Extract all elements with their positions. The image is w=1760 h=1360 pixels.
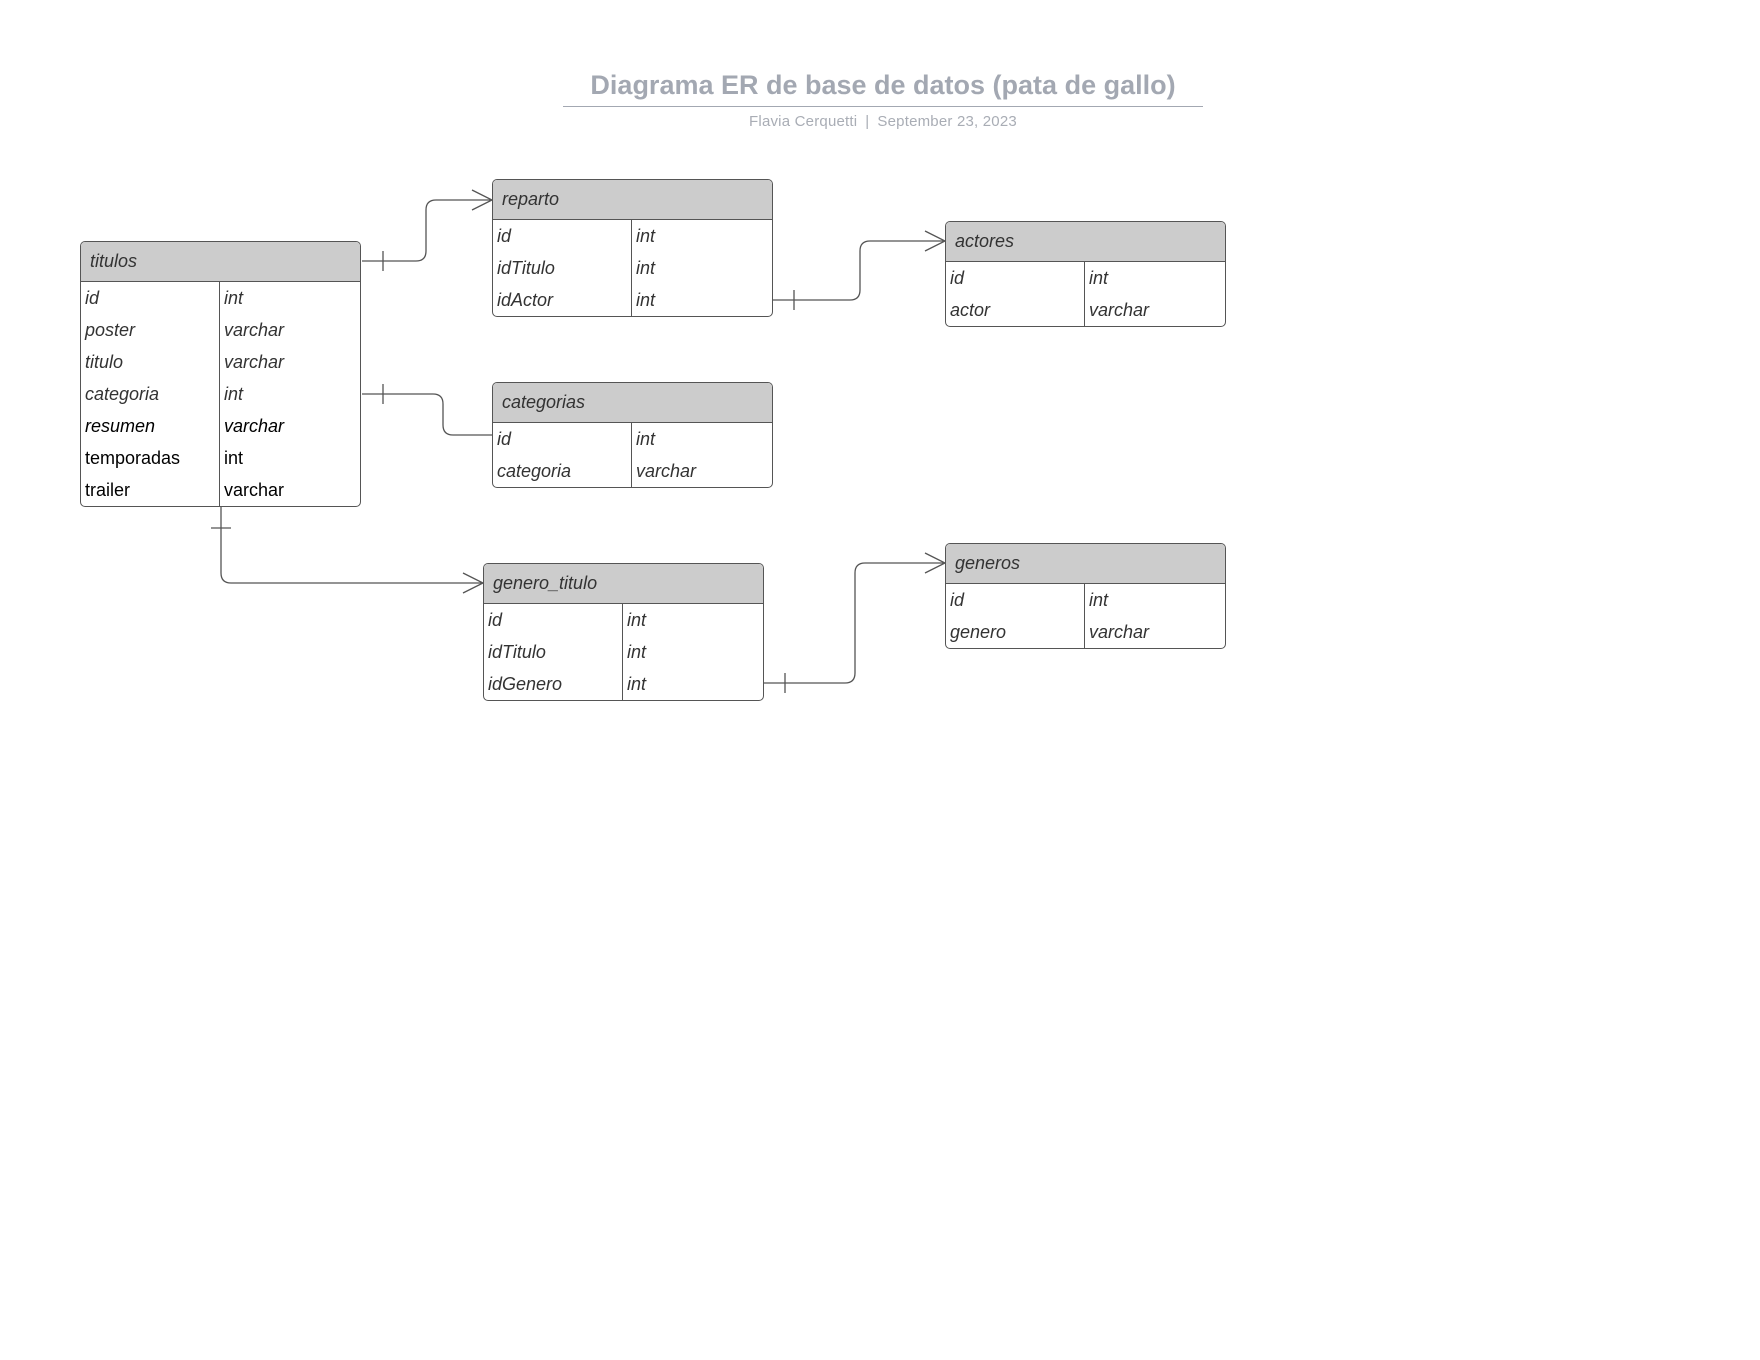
field-name: actor xyxy=(946,294,1085,326)
entity-titulos[interactable]: titulos id int poster varchar titulo var… xyxy=(80,241,361,507)
field-name: temporadas xyxy=(81,442,220,474)
field-name: id xyxy=(493,220,632,252)
field-name: id xyxy=(81,282,220,314)
field-name: genero xyxy=(946,616,1085,648)
field-name: categoria xyxy=(81,378,220,410)
field-name: id xyxy=(493,423,632,455)
field-type: varchar xyxy=(1089,622,1150,642)
relationship-titulos-genero-titulo[interactable] xyxy=(211,507,485,594)
entity-header-categorias[interactable]: categorias xyxy=(493,383,772,423)
field-row[interactable]: id int xyxy=(493,220,772,252)
entity-header-genero-titulo[interactable]: genero_titulo xyxy=(484,564,763,604)
field-row[interactable]: categoria int xyxy=(81,378,360,410)
entity-categorias[interactable]: categorias id int categoria varchar xyxy=(492,382,773,488)
field-type: int xyxy=(636,429,656,449)
field-row[interactable]: trailer varchar xyxy=(81,474,360,506)
field-name: idGenero xyxy=(484,668,623,700)
field-row[interactable]: genero varchar xyxy=(946,616,1225,648)
field-name: trailer xyxy=(81,474,220,506)
field-row[interactable]: idGenero int xyxy=(484,668,763,700)
field-type: int xyxy=(636,258,656,278)
field-name: idTitulo xyxy=(484,636,623,668)
field-type: varchar xyxy=(636,461,697,481)
field-row[interactable]: temporadas int xyxy=(81,442,360,474)
relationship-reparto-actores[interactable] xyxy=(773,230,947,310)
field-name: categoria xyxy=(493,455,632,487)
field-row[interactable]: poster varchar xyxy=(81,314,360,346)
field-type: varchar xyxy=(224,416,285,436)
field-name: poster xyxy=(81,314,220,346)
diagram-subtitle: Flavia Cerquetti | September 23, 2023 xyxy=(563,113,1203,130)
field-name: idTitulo xyxy=(493,252,632,284)
field-type: int xyxy=(1089,590,1109,610)
field-name: resumen xyxy=(81,410,220,442)
field-row[interactable]: id int xyxy=(946,262,1225,294)
field-row[interactable]: id int xyxy=(81,282,360,314)
field-type: varchar xyxy=(224,320,285,340)
field-row[interactable]: categoria varchar xyxy=(493,455,772,487)
entity-generos[interactable]: generos id int genero varchar xyxy=(945,543,1226,649)
diagram-title: Diagrama ER de base de datos (pata de ga… xyxy=(563,66,1203,107)
relationship-titulos-categorias[interactable] xyxy=(362,384,492,436)
field-type: varchar xyxy=(224,352,285,372)
field-row[interactable]: id int xyxy=(484,604,763,636)
field-row[interactable]: resumen varchar xyxy=(81,410,360,442)
field-type: varchar xyxy=(224,480,285,500)
field-row[interactable]: idTitulo int xyxy=(484,636,763,668)
field-type: int xyxy=(627,610,647,630)
field-type: int xyxy=(636,290,656,310)
field-row[interactable]: id int xyxy=(946,584,1225,616)
field-name: idActor xyxy=(493,284,632,316)
field-name: id xyxy=(946,262,1085,294)
field-row[interactable]: titulo varchar xyxy=(81,346,360,378)
field-row[interactable]: idActor int xyxy=(493,284,772,316)
entity-header-actores[interactable]: actores xyxy=(946,222,1225,262)
relationship-genero-titulo-generos[interactable] xyxy=(764,552,947,693)
entity-header-reparto[interactable]: reparto xyxy=(493,180,772,220)
subtitle-separator: | xyxy=(865,113,870,130)
field-name: titulo xyxy=(81,346,220,378)
entity-header-titulos[interactable]: titulos xyxy=(81,242,360,282)
field-type: int xyxy=(224,448,244,468)
diagram-date: September 23, 2023 xyxy=(877,113,1017,130)
entity-actores[interactable]: actores id int actor varchar xyxy=(945,221,1226,327)
entity-header-generos[interactable]: generos xyxy=(946,544,1225,584)
field-type: varchar xyxy=(1089,300,1150,320)
field-type: int xyxy=(224,288,244,308)
field-type: int xyxy=(636,226,656,246)
field-name: id xyxy=(946,584,1085,616)
relationship-titulos-reparto[interactable] xyxy=(362,189,494,271)
field-type: int xyxy=(627,674,647,694)
entity-reparto[interactable]: reparto id int idTitulo int idActor int xyxy=(492,179,773,317)
field-row[interactable]: id int xyxy=(493,423,772,455)
field-name: id xyxy=(484,604,623,636)
field-row[interactable]: idTitulo int xyxy=(493,252,772,284)
diagram-header: Diagrama ER de base de datos (pata de ga… xyxy=(563,66,1203,130)
field-type: int xyxy=(627,642,647,662)
diagram-author: Flavia Cerquetti xyxy=(749,113,858,130)
field-type: int xyxy=(224,384,244,404)
field-row[interactable]: actor varchar xyxy=(946,294,1225,326)
entity-genero-titulo[interactable]: genero_titulo id int idTitulo int idGene… xyxy=(483,563,764,701)
field-type: int xyxy=(1089,268,1109,288)
